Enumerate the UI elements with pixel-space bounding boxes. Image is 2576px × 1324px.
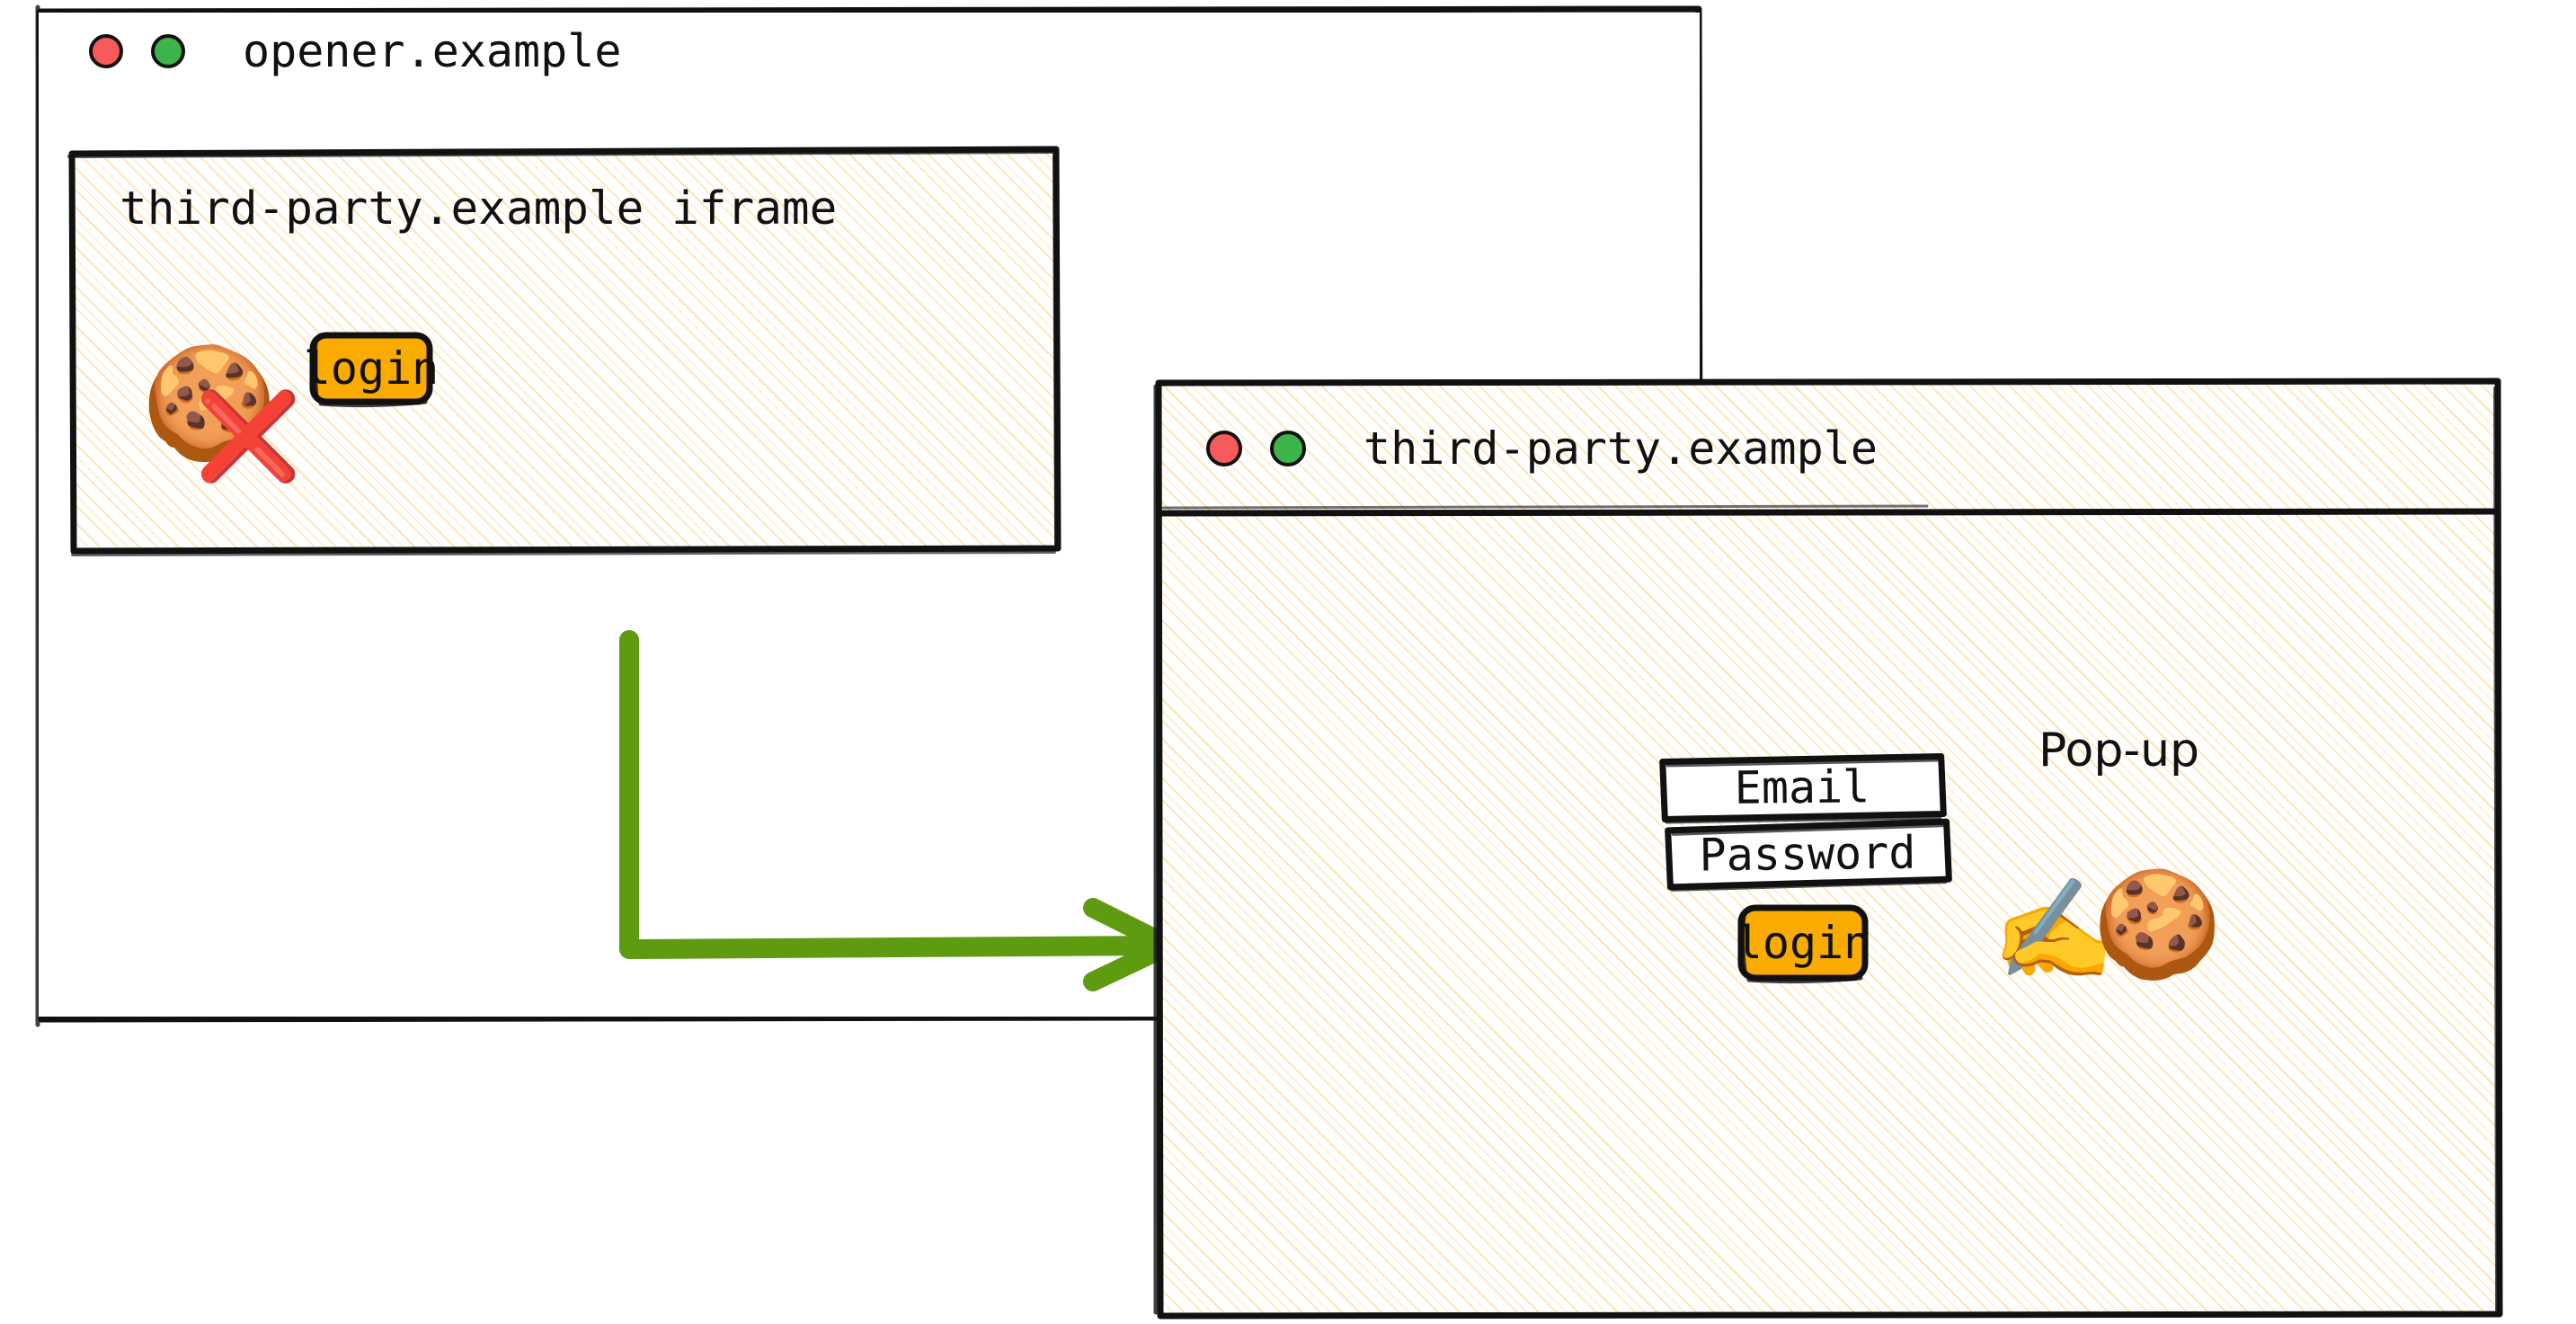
popup-window-title: third-party.example — [1364, 422, 1878, 475]
popup-titlebar: third-party.example — [1158, 383, 2499, 513]
cross-mark-icon: ❌ — [195, 387, 302, 486]
popup-annotation-label: Pop-up — [2039, 724, 2200, 778]
popup-login-button[interactable]: login — [1736, 904, 1870, 984]
opener-window-title: opener.example — [243, 24, 622, 77]
popup-browser-window: third-party.example Email Password — [1153, 378, 2503, 1320]
popup-window-body: Email Password login Pop-up ✍️ — [1158, 513, 2499, 1315]
iframe-login-button[interactable]: login — [304, 332, 439, 408]
blocked-cookie-group: 🍪 ❌ — [141, 339, 301, 483]
close-window-dot-icon[interactable] — [89, 33, 123, 68]
email-field-placeholder: Email — [1734, 760, 1870, 814]
third-party-iframe: third-party.example iframe 🍪 ❌ login — [67, 146, 1061, 556]
close-window-dot-icon[interactable] — [1206, 430, 1242, 467]
email-field[interactable]: Email — [1659, 753, 1947, 824]
opener-titlebar: opener.example — [39, 13, 1700, 89]
cookie-icon: 🍪 — [2092, 864, 2223, 985]
popup-login-button-label: login — [1735, 917, 1871, 969]
iframe-title-label: third-party.example iframe — [120, 182, 838, 235]
password-field-placeholder: Password — [1699, 826, 1916, 882]
cookie-icon: 🍪 — [141, 339, 278, 467]
maximize-window-dot-icon[interactable] — [151, 33, 185, 68]
writing-hand-icon: ✍️ — [1992, 872, 2115, 987]
maximize-window-dot-icon[interactable] — [1270, 430, 1306, 467]
password-field[interactable]: Password — [1665, 818, 1952, 892]
iframe-login-button-label: login — [303, 342, 440, 395]
